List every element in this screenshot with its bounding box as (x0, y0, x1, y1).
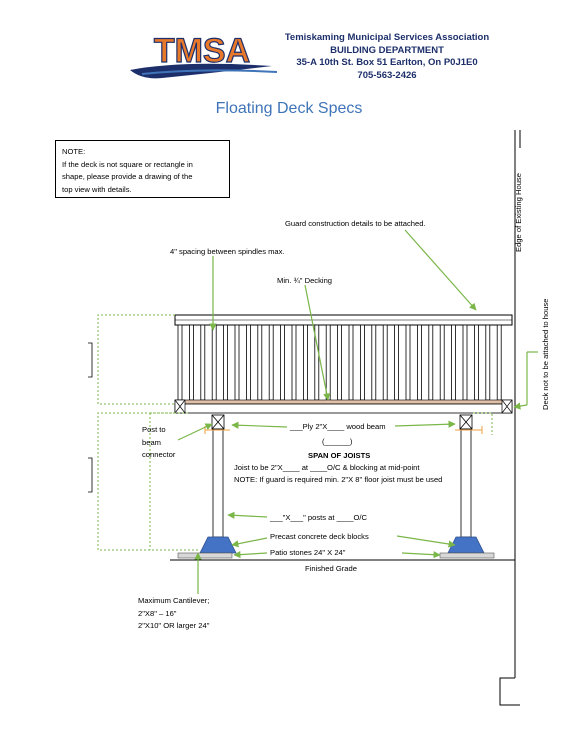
spindle (257, 324, 263, 401)
spindle (291, 324, 297, 401)
joist-note-label: NOTE: If guard is required min. 2"X 8" f… (234, 475, 443, 484)
beam-sections (211, 414, 473, 430)
patio-stones-label: Patio stones 24" X 24" (270, 548, 346, 557)
spindle (280, 324, 286, 401)
note-line: shape, please provide a drawing of the (62, 172, 193, 181)
joist-spec-label: Joist to be 2"X____ at ____O/C & blockin… (234, 463, 420, 472)
end-blocks (174, 399, 513, 414)
cantilever-line: 2"X8" – 16" (138, 608, 177, 618)
spindle (462, 324, 468, 401)
spindle (496, 324, 502, 401)
decking-label: Min. ¾" Decking (277, 276, 333, 285)
height-dimensions (97, 314, 493, 551)
spindle (337, 324, 343, 401)
spindle (223, 324, 229, 401)
post-left (212, 428, 224, 538)
org-address: 35-A 10th St. Box 51 Earlton, On P0J1E0 (296, 57, 478, 69)
beam-label: ___Ply 2"X____ wood beam (290, 422, 386, 431)
spindle (405, 324, 411, 401)
guard-details-label: Guard construction details to be attache… (285, 219, 426, 228)
left-brackets (88, 342, 93, 493)
page-title: Floating Deck Specs (215, 100, 363, 117)
org-name: Temiskaming Municipal Services Associati… (284, 32, 490, 43)
note-line: If the deck is not square or rectangle i… (62, 159, 193, 169)
spindles (177, 324, 502, 412)
rim-joist (174, 403, 513, 414)
spindle (416, 324, 422, 401)
deck-blocks-label: Precast concrete deck blocks (270, 532, 369, 541)
house-foundation-line (499, 677, 520, 706)
org-phone: 705-563-2426 (357, 69, 417, 81)
post-connector-line: beam (142, 437, 161, 447)
pointer-arrows (194, 229, 528, 594)
not-attached-label: Deck not to be attached to house (541, 298, 550, 410)
spindle (302, 324, 308, 401)
note-line: top view with details. (62, 184, 132, 194)
post-connector-line: Post to (142, 425, 166, 434)
note-box: NOTE: If the deck is not square or recta… (55, 140, 230, 198)
spindle (382, 324, 388, 401)
spindle (428, 324, 434, 401)
spindle-spacing-label: 4" spacing between spindles max. (170, 247, 285, 256)
deck-block-left (199, 536, 237, 554)
spindle (268, 324, 274, 401)
department-name: BUILDING DEPARTMENT (330, 44, 444, 56)
logo-text: TMSA (154, 32, 250, 70)
spindle (325, 324, 331, 401)
spindle (473, 324, 479, 401)
spindle (371, 324, 377, 401)
cantilever-line: 2"X10" OR larger 24" (138, 621, 210, 630)
patio-stone-left (177, 552, 233, 559)
spindle (485, 324, 491, 401)
span-blank: (______) (322, 437, 353, 446)
spindle (234, 324, 240, 401)
note-heading: NOTE: (62, 147, 86, 156)
spindle (211, 324, 217, 401)
spindle (348, 324, 354, 401)
edge-of-house-label: Edge of Existing House (514, 173, 523, 252)
spindle (451, 324, 457, 401)
spindle (394, 324, 400, 401)
deck-boards (174, 399, 513, 405)
post-connector-label: Post to beam connector (142, 424, 175, 462)
spindle (188, 324, 194, 401)
post-right (460, 428, 472, 538)
connector-pointer (177, 423, 213, 441)
org-header: Temiskaming Municipal Services Associati… (272, 32, 502, 82)
cantilever-line: Maximum Cantilever; (138, 596, 210, 605)
span-of-joists-title: SPAN OF JOISTS (308, 451, 371, 460)
tmsa-logo: TMSA (130, 31, 278, 79)
spindle (245, 324, 251, 401)
post-connector-line: connector (142, 450, 176, 459)
spindle (177, 324, 183, 401)
spindle (200, 324, 206, 401)
spindle (359, 324, 365, 401)
cantilever-label: Maximum Cantilever; 2"X8" – 16" 2"X10" O… (138, 595, 209, 633)
posts-label: ___"X___" posts at ____O/C (270, 513, 368, 522)
finished-grade-label: Finished Grade (305, 564, 357, 573)
spindle (439, 324, 445, 401)
patio-stone-right (439, 552, 495, 559)
